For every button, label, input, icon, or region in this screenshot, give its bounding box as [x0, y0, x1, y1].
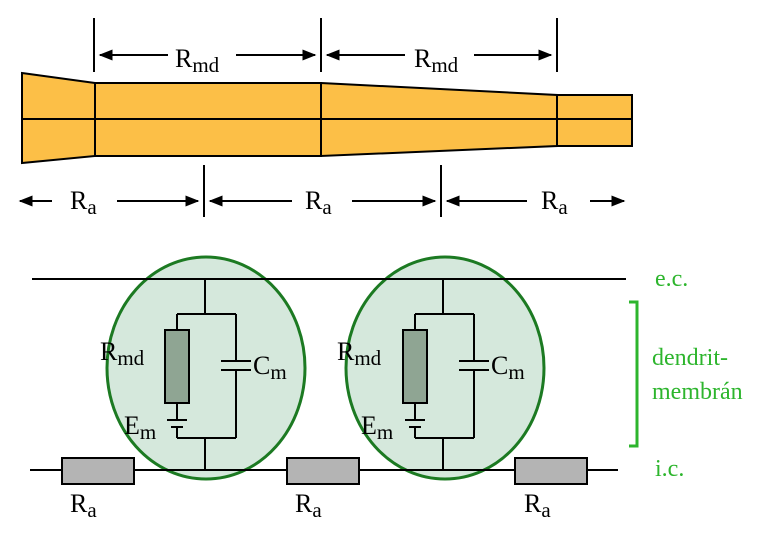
ec-label: e.c.: [655, 266, 688, 292]
dendrite-segment-4: [556, 94, 633, 147]
ra-bottom-label-2: Ra: [295, 489, 322, 522]
ra-label-2: Ra: [305, 186, 332, 219]
ra-resistor-1: [61, 457, 135, 485]
membrane-label-line1: dendrit-: [652, 345, 728, 371]
ra-ticks: [203, 165, 442, 217]
dendrite-body: [21, 71, 633, 165]
rmd-label-2: Rmd: [414, 44, 459, 77]
rmd-resistor-2: [402, 329, 428, 404]
ra-resistor-3: [514, 457, 588, 485]
ra-resistor-2: [286, 457, 360, 485]
rmd-ticks: [93, 18, 558, 72]
membrane-circuit-2: [405, 279, 489, 470]
em-label-2: Em: [361, 411, 393, 444]
membrane-ellipse-1: [105, 255, 307, 481]
rmd-circuit-label-2: Rmd: [337, 337, 382, 370]
membrane-circuit-1: [167, 279, 251, 470]
ra-label-3: Ra: [541, 186, 568, 219]
rmd-circuit-label-1: Rmd: [100, 337, 145, 370]
membrane-ellipse-2: [344, 255, 546, 481]
cm-label-2: Cm: [491, 351, 525, 384]
ic-label: i.c.: [655, 456, 684, 482]
ra-bottom-label-1: Ra: [70, 489, 97, 522]
rmd-resistor-1: [164, 329, 190, 404]
rmd-label-1: Rmd: [175, 44, 220, 77]
cm-label-1: Cm: [253, 351, 287, 384]
em-label-1: Em: [124, 411, 156, 444]
ra-label-1: Ra: [70, 186, 97, 219]
membrane-label-line2: membrán: [652, 379, 743, 405]
membrane-bracket: [629, 300, 639, 448]
ra-bottom-label-3: Ra: [524, 489, 551, 522]
